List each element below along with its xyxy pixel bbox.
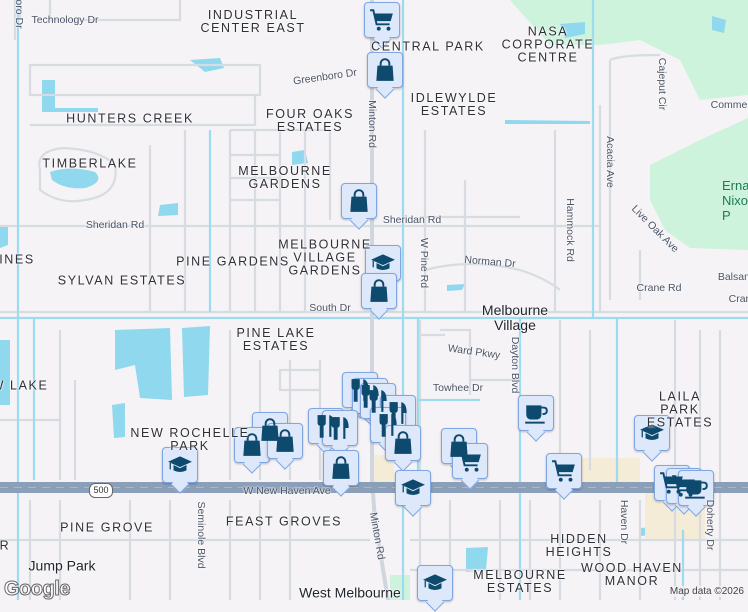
grocery-cart-icon <box>369 7 395 33</box>
poi-marker-school[interactable] <box>634 415 670 451</box>
road-towhee-dr: Towhee Dr <box>432 382 484 394</box>
poi-marker-school[interactable] <box>365 245 401 281</box>
area-wood-haven-manor: WOOD HAVEN MANOR <box>581 561 683 588</box>
grocery-cart-icon <box>457 448 483 474</box>
area-hidden-heights: HIDDEN HEIGHTS <box>545 532 613 559</box>
road-doherty-dr: Doherty Dr <box>704 499 716 551</box>
area-pine-lake-estates: PINE LAKE ESTATES <box>236 326 316 353</box>
park-erna-nixon: Erna Nixon P <box>722 178 748 223</box>
area-timberlake: TIMBERLAKE <box>42 156 138 171</box>
poi-marker-grocery-cart[interactable] <box>452 443 488 479</box>
area-w-lake: W LAKE <box>0 378 49 393</box>
cafe-icon <box>523 400 549 426</box>
area-nasa-corporate-centre: NASA CORPORATE CENTRE <box>501 24 595 65</box>
poi-marker-shopping-bag[interactable] <box>234 427 270 463</box>
poi-marker-school[interactable] <box>395 470 431 506</box>
poi-marker-shopping-bag[interactable] <box>323 450 359 486</box>
road-w-pine-rd: W Pine Rd <box>418 237 430 289</box>
road-minton-rd-north: Minton Rd <box>366 100 378 148</box>
shopping-bag-icon <box>272 428 298 454</box>
area-melbourne-village-gardens: MELBOURNE VILLAGE GARDENS <box>278 237 372 278</box>
area-melbourne-gardens: MELBOURNE GARDENS <box>238 164 332 191</box>
poi-marker-shopping-bag[interactable] <box>367 52 403 88</box>
area-melbourne-estates: MELBOURNE ESTATES <box>473 568 567 595</box>
poi-marker-cafe[interactable] <box>518 395 554 431</box>
minton-rd <box>370 0 390 600</box>
area-central-park: CENTRAL PARK <box>371 39 485 54</box>
road-w-new-haven-ave: W New Haven Ave <box>243 485 331 497</box>
city-melbourne-village: Melbourne Village <box>481 302 549 333</box>
school-icon <box>370 250 396 276</box>
area-hunters-creek: HUNTERS CREEK <box>66 111 194 126</box>
city-west-melbourne: West Melbourne <box>299 584 401 601</box>
poi-marker-school[interactable] <box>417 565 453 601</box>
shopping-bag-icon <box>346 188 372 214</box>
road-seminole-blvd: Seminole Blvd <box>195 501 207 569</box>
area-industrial-center-east: INDUSTRIAL CENTER EAST <box>200 8 306 35</box>
poi-marker-shopping-bag[interactable] <box>361 273 397 309</box>
poi-marker-school[interactable] <box>162 447 198 483</box>
school-icon <box>422 570 448 596</box>
poi-marker-grocery-cart[interactable] <box>364 2 400 38</box>
road-technology-dr: Technology Dr <box>31 14 99 26</box>
area-four-oaks-estates: FOUR OAKS ESTATES <box>265 107 355 134</box>
area-ines: INES <box>0 252 35 267</box>
poi-marker-shopping-bag[interactable] <box>341 183 377 219</box>
road-dayton-blvd: Dayton Blvd <box>509 336 521 394</box>
road-commerce: Comme <box>710 99 748 111</box>
poi-marker-shopping-bag[interactable] <box>267 423 303 459</box>
w-new-haven-ave[interactable] <box>0 482 748 493</box>
shopping-bag-icon <box>366 278 392 304</box>
city-jump-park: Jump Park <box>28 557 96 574</box>
water-bodies <box>0 16 726 572</box>
road-crane-partial: Cran <box>728 293 748 305</box>
poi-marker-restaurant[interactable] <box>360 383 396 419</box>
poi-marker-restaurant[interactable] <box>322 410 358 446</box>
area-sylvan-estates: SYLVAN ESTATES <box>57 273 187 288</box>
area-pine-gardens: PINE GARDENS <box>176 254 290 269</box>
road-sheridan-rd-west: Sheridan Rd <box>85 219 145 231</box>
shopping-bag-icon <box>390 430 416 456</box>
area-new-rochelle-park: NEW ROCHELLE PARK <box>130 426 250 453</box>
poi-marker-shopping-bag[interactable] <box>385 425 421 461</box>
road-oro-dr: oro Dr <box>13 0 25 29</box>
road-haven-dr: Haven Dr <box>618 499 630 545</box>
area-laila-park-estates: LAILA PARK ESTATES <box>646 389 714 430</box>
area-partial-r: R <box>0 538 11 553</box>
poi-marker-cafe[interactable] <box>678 470 714 506</box>
poi-marker-grocery-cart[interactable] <box>546 453 582 489</box>
road-acacia-ave: Acacia Ave <box>604 136 616 188</box>
shopping-bag-icon <box>328 455 354 481</box>
road-hammock-rd: Hammock Rd <box>564 198 576 262</box>
road-cajeput-cir: Cajeput Cir <box>656 57 668 111</box>
restaurant-icon <box>327 415 353 441</box>
road-sheridan-rd-east: Sheridan Rd <box>382 214 442 226</box>
area-feast-groves: FEAST GROVES <box>225 514 343 529</box>
grocery-cart-icon <box>551 458 577 484</box>
school-icon <box>400 475 426 501</box>
google-logo[interactable]: Google <box>4 578 71 601</box>
road-crane-rd: Crane Rd <box>636 282 682 294</box>
road-balsam: Balsam A <box>717 271 748 283</box>
area-pine-grove: PINE GROVE <box>60 520 154 535</box>
road-south-dr: South Dr <box>309 302 351 314</box>
cafe-icon <box>683 475 709 501</box>
route-500-shield: 500 <box>89 483 113 498</box>
school-icon <box>167 452 193 478</box>
shopping-bag-icon <box>372 57 398 83</box>
map-attribution[interactable]: Map data ©2026 <box>667 586 746 597</box>
area-idlewylde-estates: IDLEWYLDE ESTATES <box>410 91 498 118</box>
